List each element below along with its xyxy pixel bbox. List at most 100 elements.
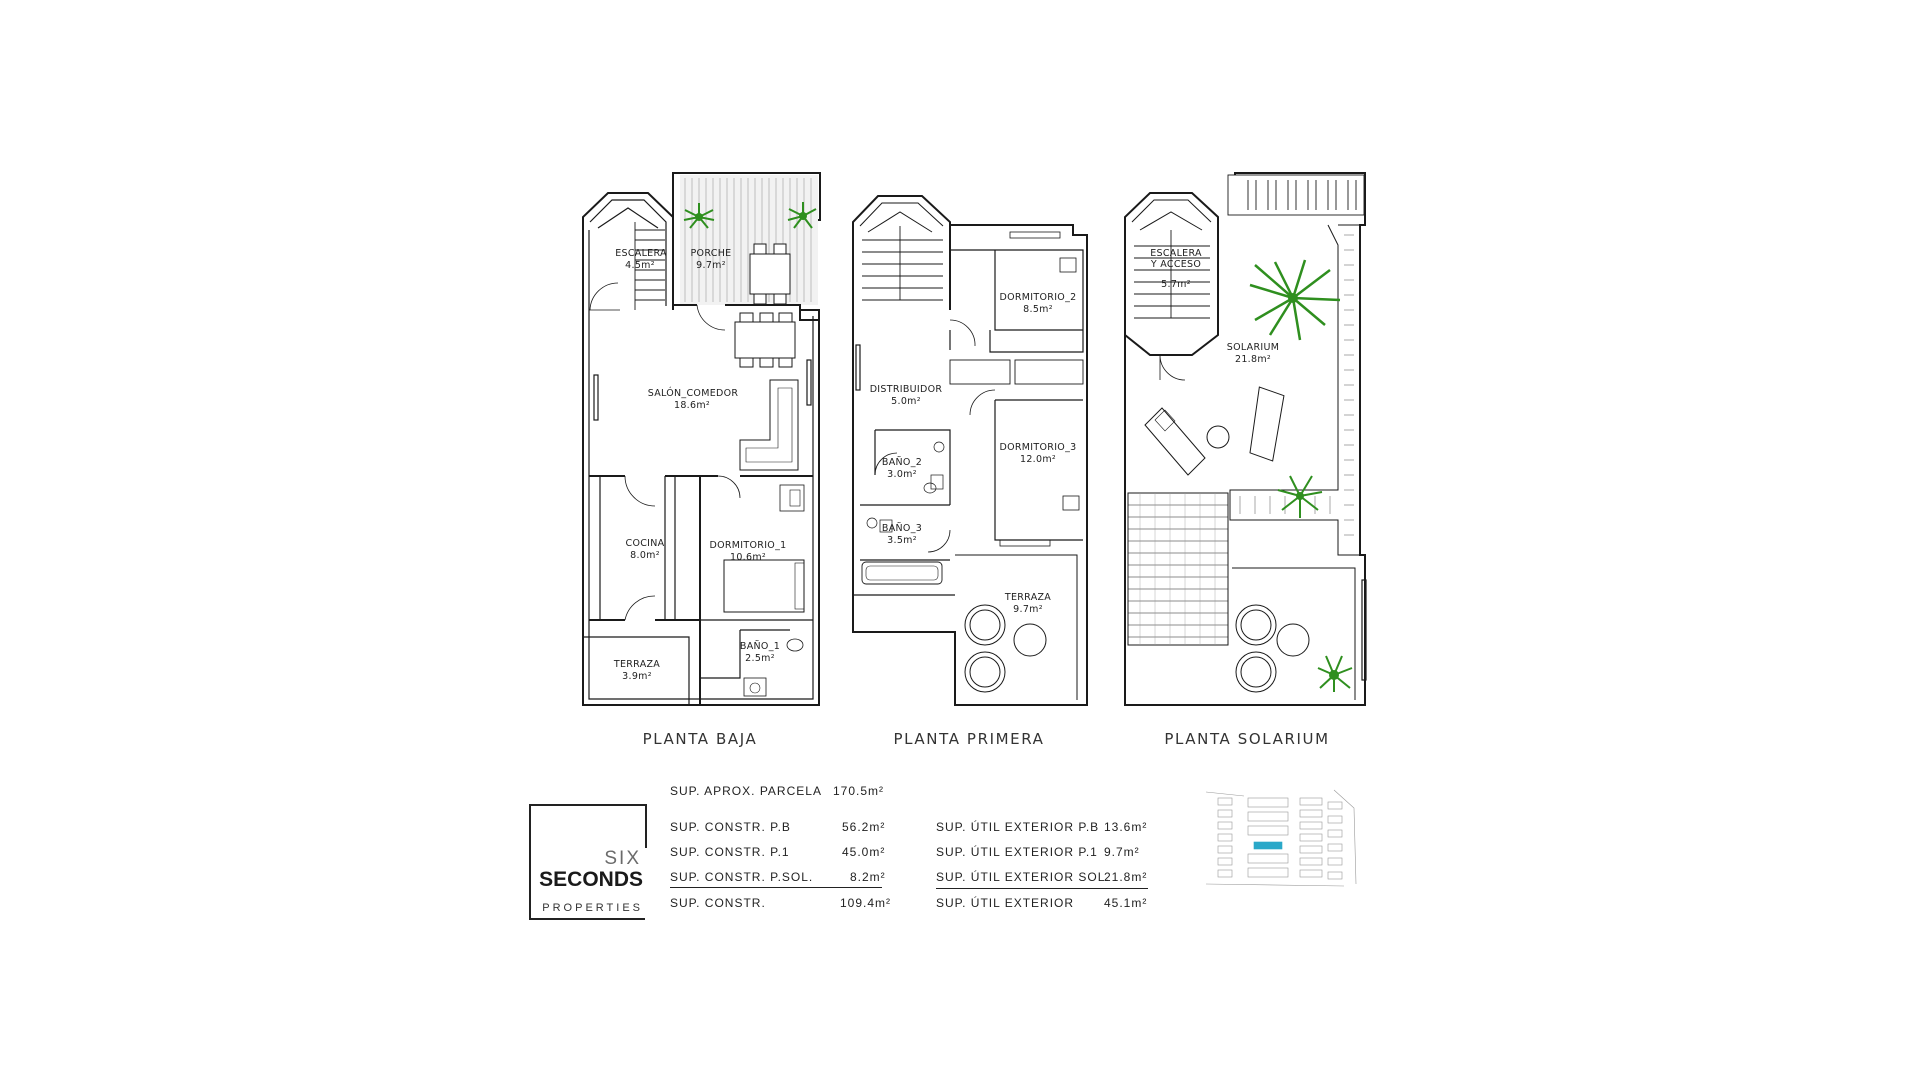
room-area: 5.7m² xyxy=(1161,279,1191,290)
stair-treads xyxy=(634,222,665,310)
window xyxy=(806,359,812,406)
toilet xyxy=(786,638,804,652)
lounge-chairs xyxy=(964,604,1047,693)
room-area: 21.8m² xyxy=(1235,354,1271,365)
room-name: SOLARIUM xyxy=(1227,342,1279,353)
constr-row: SUP. CONSTR. P.1 45.0m² xyxy=(670,845,890,861)
wall-bano2 xyxy=(874,429,951,505)
company-logo: SIX SECONDS PROPERTIES xyxy=(529,804,647,920)
row-label: SUP. CONSTR. P.B xyxy=(670,820,791,834)
floor-title: PLANTA SOLARIUM xyxy=(1164,730,1329,748)
sunbed xyxy=(1249,386,1285,462)
lounge-chairs xyxy=(1235,604,1310,693)
porche-deck xyxy=(680,175,818,305)
exterior-total-row: SUP. ÚTIL EXTERIOR 45.1m² xyxy=(936,896,1176,912)
room-name: SALÓN_COMEDOR xyxy=(648,387,739,399)
row-label: SUP. APROX. PARCELA xyxy=(670,784,822,798)
room-name: DISTRIBUIDOR xyxy=(870,384,943,395)
row-label: SUP. ÚTIL EXTERIOR P.1 xyxy=(936,845,1098,859)
room-name: TERRAZA xyxy=(1004,592,1051,603)
exterior-row: SUP. ÚTIL EXTERIOR P.B 13.6m² xyxy=(936,820,1176,836)
row-value: 45.1m² xyxy=(1104,896,1148,910)
plant-icon xyxy=(787,202,817,229)
wall-cocina xyxy=(599,476,676,620)
room-name: COCINA xyxy=(626,538,665,549)
floor-title: PLANTA BAJA xyxy=(643,730,758,748)
logo-properties: PROPERTIES xyxy=(542,902,643,914)
room-name: BAÑO_1 xyxy=(740,641,780,652)
toilet xyxy=(923,482,937,494)
constr-row: SUP. CONSTR. P.SOL. 8.2m² xyxy=(670,870,890,886)
palm-icon xyxy=(1277,475,1323,518)
room-area: 3.9m² xyxy=(622,671,652,682)
plan-planta-primera xyxy=(852,195,1088,706)
stair-octagon xyxy=(582,192,674,310)
logo-seconds: SECONDS xyxy=(539,868,643,891)
room-name: BAÑO_2 xyxy=(882,457,922,468)
room-area: 3.5m² xyxy=(887,535,917,546)
outer-wall xyxy=(852,224,1088,706)
row-label: SUP. CONSTR. P.1 xyxy=(670,845,790,859)
wall-bano1 xyxy=(700,619,813,631)
room-name: DORMITORIO_1 xyxy=(710,540,787,551)
room-area: 10.6m² xyxy=(730,552,766,563)
sofa xyxy=(739,379,799,471)
constr-row: SUP. CONSTR. P.B 56.2m² xyxy=(670,820,890,836)
row-label: SUP. ÚTIL EXTERIOR SOL. xyxy=(936,870,1110,884)
room-name: BAÑO_3 xyxy=(882,523,922,534)
wall-dorm3 xyxy=(994,399,1083,541)
room-area: 4.5m² xyxy=(625,260,655,271)
door-stair xyxy=(589,282,620,311)
exterior-row: SUP. ÚTIL EXTERIOR P.1 9.7m² xyxy=(936,845,1176,861)
plant-icon xyxy=(683,203,715,229)
plan-planta-baja xyxy=(582,172,821,706)
room-area: 9.7m² xyxy=(696,260,726,271)
row-value: 21.8m² xyxy=(1104,870,1148,884)
row-value: 56.2m² xyxy=(842,820,886,834)
surface-table: SUP. APROX. PARCELA 170.5m² SUP. CONSTR.… xyxy=(670,784,1150,924)
door-terraza xyxy=(624,595,656,621)
bed xyxy=(723,559,805,613)
window xyxy=(593,374,599,421)
bathtub xyxy=(861,561,943,585)
stair-treads xyxy=(862,226,943,301)
row-value: 170.5m² xyxy=(833,784,885,798)
sunbed xyxy=(1144,407,1206,476)
room-name: PORCHE xyxy=(691,248,732,259)
stair-treads xyxy=(1134,230,1210,319)
room-name: DORMITORIO_3 xyxy=(1000,442,1077,453)
door-dorm3 xyxy=(969,389,996,416)
row-label: SUP. ÚTIL EXTERIOR P.B xyxy=(936,820,1100,834)
roof-tiles-left xyxy=(1127,492,1229,646)
exterior-table: SUP. ÚTIL EXTERIOR P.B 13.6m² SUP. ÚTIL … xyxy=(936,820,1176,930)
room-name: DORMITORIO_2 xyxy=(1000,292,1077,303)
pool-icon xyxy=(1253,841,1283,850)
row-label: SUP. CONSTR. xyxy=(670,896,766,910)
table-rule xyxy=(936,888,1148,889)
row-label: SUP. ÚTIL EXTERIOR xyxy=(936,896,1075,910)
terraza-primera xyxy=(955,554,1078,700)
room-name: ESCALERA xyxy=(615,248,667,259)
door-stair xyxy=(1159,354,1186,381)
plant-icon xyxy=(1317,655,1353,692)
row-value: 13.6m² xyxy=(1104,820,1148,834)
room-name: TERRAZA xyxy=(613,659,660,670)
stair-octagon xyxy=(852,195,951,310)
wall-bano3 xyxy=(860,504,950,561)
stair-octagon xyxy=(1124,192,1219,356)
row-value: 9.7m² xyxy=(1104,845,1140,859)
constr-total-row: SUP. CONSTR. 109.4m² xyxy=(670,896,910,912)
stair-chevron xyxy=(597,207,659,229)
row-value: 8.2m² xyxy=(850,870,886,884)
window xyxy=(855,344,861,391)
floor-plans: ESCALERA 4.5m² PORCHE 9.7m² SALÓN_COMEDO… xyxy=(582,172,1367,748)
site-map xyxy=(1205,789,1357,887)
parcela-row: SUP. APROX. PARCELA 170.5m² xyxy=(670,784,890,800)
palm-icon xyxy=(1249,259,1341,341)
room-area: 5.0m² xyxy=(891,396,921,407)
roof-tiles-right xyxy=(1229,224,1361,556)
floor-title: PLANTA PRIMERA xyxy=(893,730,1044,748)
row-value: 109.4m² xyxy=(840,896,892,910)
room-area: 2.5m² xyxy=(745,653,775,664)
dining-set xyxy=(734,312,796,368)
